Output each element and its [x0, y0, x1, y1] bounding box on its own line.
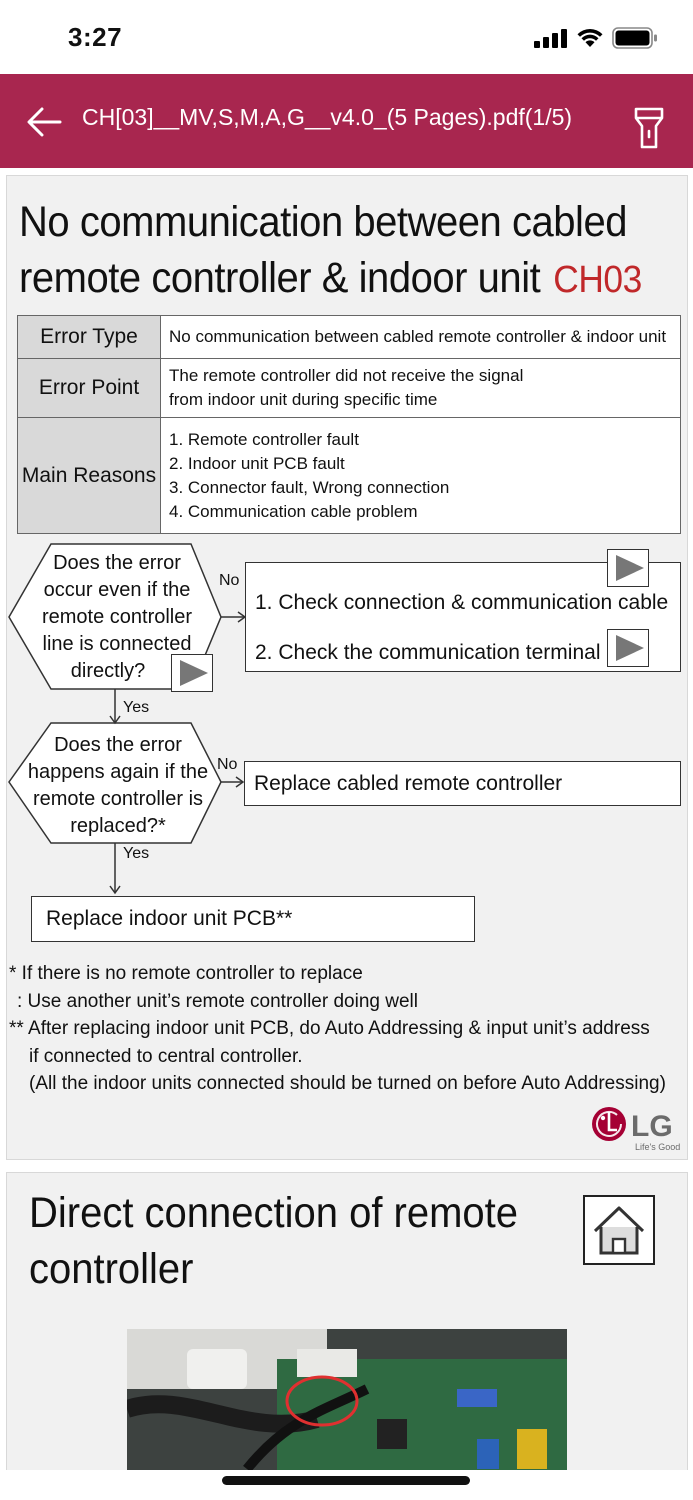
cellular-signal-icon [534, 28, 568, 48]
table-row: Error Type No communication between cabl… [17, 315, 681, 359]
error-info-table: Error Type No communication between cabl… [17, 315, 681, 534]
main-reasons-value: 1. Remote controller fault 2. Indoor uni… [160, 417, 681, 534]
decision-shape-2 [8, 722, 222, 844]
svg-text:Life's Good: Life's Good [635, 1142, 680, 1152]
action-replace-pcb: Replace indoor unit PCB** [31, 896, 475, 942]
status-bar: 3:27 [0, 0, 693, 74]
connection-photo [127, 1329, 567, 1471]
lg-logo: LG Life's Good [592, 1107, 680, 1152]
home-indicator[interactable] [222, 1476, 470, 1485]
footnote-line: if connected to central controller. [29, 1045, 303, 1067]
pdf-page-1: No communication between cabled remote c… [6, 175, 688, 1160]
question-2-line: replaced?* [70, 815, 166, 837]
footnotes: * If there is no remote controller to re… [9, 960, 666, 1098]
back-arrow-icon[interactable] [24, 102, 64, 142]
page-2-title-line2: controller [29, 1245, 194, 1293]
question-2-line: Does the error [54, 734, 182, 756]
action-replace-remote: Replace cabled remote controller [244, 761, 681, 806]
error-type-label: Error Type [17, 315, 161, 359]
error-type-value: No communication between cabled remote c… [160, 315, 681, 359]
main-reasons-label: Main Reasons [17, 417, 161, 534]
no-label-2: No [217, 756, 238, 773]
svg-text:LG: LG [631, 1110, 673, 1143]
question-1-line: remote controller [41, 606, 193, 628]
home-button[interactable] [583, 1195, 655, 1265]
reason-item: 2. Indoor unit PCB fault [169, 453, 345, 473]
no-label-1: No [219, 572, 240, 589]
pdf-page-2: Direct connection of remote controller [6, 1172, 688, 1472]
reason-item: 1. Remote controller fault [169, 429, 359, 449]
page-2-title: Direct connection of remote controller [29, 1185, 518, 1297]
question-2-line: remote controller is [32, 788, 204, 810]
table-row: Main Reasons 1. Remote controller fault … [17, 417, 681, 534]
action-1-line1: 1. Check connection & communication cabl… [255, 591, 669, 614]
question-2: Does the error happens again if the remo… [21, 732, 215, 840]
error-point-value: The remote controller did not receive th… [160, 358, 681, 418]
question-2-line: happens again if the [27, 761, 209, 783]
question-1-line: directly? [70, 660, 146, 682]
reason-item: 3. Connector fault, Wrong connection [169, 477, 450, 497]
reason-item: 4. Communication cable problem [169, 501, 418, 521]
footnote-line: : Use another unit’s remote controller d… [17, 990, 418, 1012]
yes-label-2: Yes [123, 845, 150, 862]
app-header: CH[03]__MV,S,M,A,G__v4.0_(5 Pages).pdf(1… [0, 74, 693, 168]
play-button-check-cable[interactable] [607, 549, 649, 587]
table-row: Error Point The remote controller did no… [17, 358, 681, 418]
page-title-line2: remote controller & indoor unit [19, 254, 541, 302]
question-1-line: line is connected [42, 633, 192, 655]
play-button-q1[interactable] [171, 654, 213, 692]
error-code: CH03 [553, 259, 642, 301]
footnote-line: * If there is no remote controller to re… [9, 963, 363, 984]
bottom-safe-area [0, 1470, 693, 1500]
error-type-text: No communication between cabled remote c… [169, 327, 667, 346]
home-icon [593, 1206, 645, 1255]
battery-icon [612, 27, 657, 49]
action-1-line2: 2. Check the communication terminal [255, 641, 601, 664]
footnote-line: (All the indoor units connected should b… [29, 1073, 666, 1094]
error-point-line: from indoor unit during specific time [169, 390, 438, 409]
status-time: 3:27 [68, 22, 123, 52]
error-point-label: Error Point [17, 358, 161, 418]
page-title-line1: No communication between cabled [19, 198, 628, 246]
flashlight-icon[interactable] [632, 106, 666, 150]
yes-label-1: Yes [123, 699, 150, 716]
play-button-check-terminal[interactable] [607, 629, 649, 667]
question-1: Does the error occur even if the remote … [27, 550, 207, 685]
troubleshooting-flowchart: Does the error occur even if the remote … [7, 536, 689, 956]
document-title: CH[03]__MV,S,M,A,G__v4.0_(5 Pages).pdf(1… [82, 104, 573, 130]
question-1-line: occur even if the [43, 579, 191, 601]
page-2-title-line1: Direct connection of remote [29, 1189, 519, 1237]
flowchart-lines [8, 543, 247, 895]
question-1-line: Does the error [53, 552, 181, 574]
error-point-line: The remote controller did not receive th… [169, 366, 524, 385]
footnote-line: ** After replacing indoor unit PCB, do A… [9, 1018, 650, 1039]
wifi-icon [577, 28, 603, 47]
page-title: No communication between cabled remote c… [19, 194, 642, 308]
